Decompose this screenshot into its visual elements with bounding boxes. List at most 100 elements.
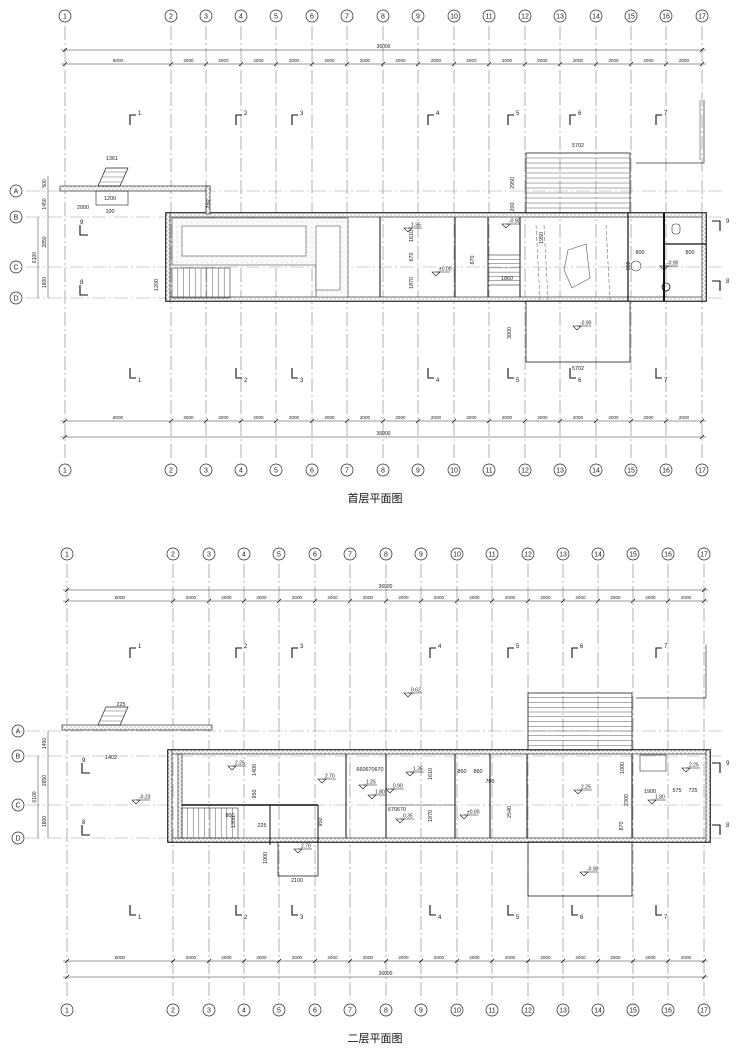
dimension-bay: 2000: [183, 415, 194, 420]
dimension-label: 3000: [507, 327, 513, 339]
level-label: 0.35: [403, 814, 413, 820]
section-mark-label: 7: [664, 111, 668, 117]
dimension-bay: 2000: [469, 595, 480, 600]
dimension-bay: 2000: [502, 58, 513, 63]
axis-label: 16: [662, 14, 670, 21]
dimension-label: 860: [458, 769, 467, 775]
dimension-bay: 2000: [575, 595, 586, 600]
axis-label: 9: [419, 552, 423, 559]
dimension-bay: 2000: [360, 58, 371, 63]
side-mark-label: 9: [726, 219, 730, 225]
dimension-bay: 2000: [327, 955, 338, 960]
level-triangle: [403, 692, 413, 698]
axis-bubble: [659, 9, 673, 23]
axis-label: 17: [698, 14, 706, 21]
axis-bubble: [518, 9, 532, 23]
axis-label: 13: [559, 552, 567, 559]
axis-bubble: [482, 9, 496, 23]
axis-bubble: [556, 547, 570, 561]
dimension-label: 5702: [572, 366, 584, 372]
dimension-bay: 2000: [466, 58, 477, 63]
level-label: 1.35: [411, 223, 421, 229]
dimension-bay: 2000: [643, 415, 654, 420]
section-mark-label: 5: [516, 915, 520, 921]
dimension-bay: 2000: [679, 415, 690, 420]
dimension-bay: 6000: [113, 415, 124, 420]
axis-label: 6: [310, 468, 314, 475]
dimension-bay: 2000: [183, 58, 194, 63]
section-mark-label: 4: [436, 378, 440, 384]
axis-bubble: [237, 1003, 251, 1017]
dimension-label: 1200: [154, 279, 160, 291]
dimension-label: 800: [226, 813, 235, 819]
dimension-label: 1950: [539, 232, 545, 244]
axis-bubble: [414, 547, 428, 561]
level-label: 1.80: [655, 795, 665, 801]
axis-label: 11: [485, 468, 492, 475]
axis-bubble: [521, 1003, 535, 1017]
axis-bubble: [376, 9, 390, 23]
section-mark-label: 1: [138, 644, 142, 650]
row-dimension: 6100: [32, 791, 38, 802]
level-label: 1.35: [413, 767, 423, 773]
dimension-total: 36000: [377, 431, 391, 437]
dimension-label: 670: [470, 256, 476, 265]
axis-label: 3: [204, 14, 208, 21]
dimension-bay: 2000: [253, 58, 264, 63]
level-triangle: [367, 794, 377, 800]
dimension-bay: 2000: [645, 955, 656, 960]
axis-label: 2: [171, 1008, 175, 1015]
level-label: 0.62: [411, 688, 421, 694]
row-dimension: 1450: [42, 198, 48, 209]
axis-bubble: [447, 9, 461, 23]
axis-bubble: [695, 9, 709, 23]
section-mark-label: 3: [300, 915, 304, 921]
dimension-bay: 2000: [608, 58, 619, 63]
axis-bubble: [343, 1003, 357, 1017]
level-triangle: [405, 771, 415, 777]
level-label: -0.90: [580, 321, 592, 327]
row-bubble: [9, 260, 23, 274]
side-mark-label: 9: [82, 758, 86, 764]
dimension-label: 5702: [572, 143, 584, 149]
dimension-label: 1610: [428, 768, 434, 780]
level-label: ±0.00: [467, 810, 480, 816]
dimension-label: 670: [409, 253, 415, 262]
dimension-bay: 2000: [289, 58, 300, 63]
axis-bubble: [272, 1003, 286, 1017]
row-label: B: [14, 215, 19, 222]
axis-bubble: [591, 1003, 605, 1017]
axis-bubble: [521, 547, 535, 561]
dimension-bay: 2000: [324, 415, 335, 420]
axis-label: 10: [450, 468, 458, 475]
axis-label: 17: [698, 468, 706, 475]
axis-bubble: [305, 9, 319, 23]
level-label: -0.23: [139, 795, 151, 801]
level-triangle: [459, 814, 469, 820]
axis-bubble: [340, 463, 354, 477]
side-mark-label: 9: [726, 761, 730, 767]
row-dimension: 2850: [42, 775, 48, 786]
dimension-bay: 2000: [218, 58, 229, 63]
axis-bubble: [269, 9, 283, 23]
axis-bubble: [661, 1003, 675, 1017]
axis-bubble: [202, 1003, 216, 1017]
axis-bubble: [626, 547, 640, 561]
dimension-label: 2000: [77, 205, 89, 211]
external-platform-bottom: [525, 224, 631, 363]
axis-label: 6: [313, 552, 317, 559]
side-mark-label: 8: [82, 820, 86, 826]
external-platform-bottom: [527, 841, 633, 897]
dimension-bay: 2000: [575, 955, 586, 960]
side-mark-label: 8: [80, 280, 84, 286]
level-label: 2.25: [235, 761, 245, 767]
level-label: 2.70: [301, 844, 311, 850]
row-bubble: [11, 831, 25, 845]
dimension-label: 1870: [409, 277, 415, 289]
axis-label: 1: [65, 552, 69, 559]
